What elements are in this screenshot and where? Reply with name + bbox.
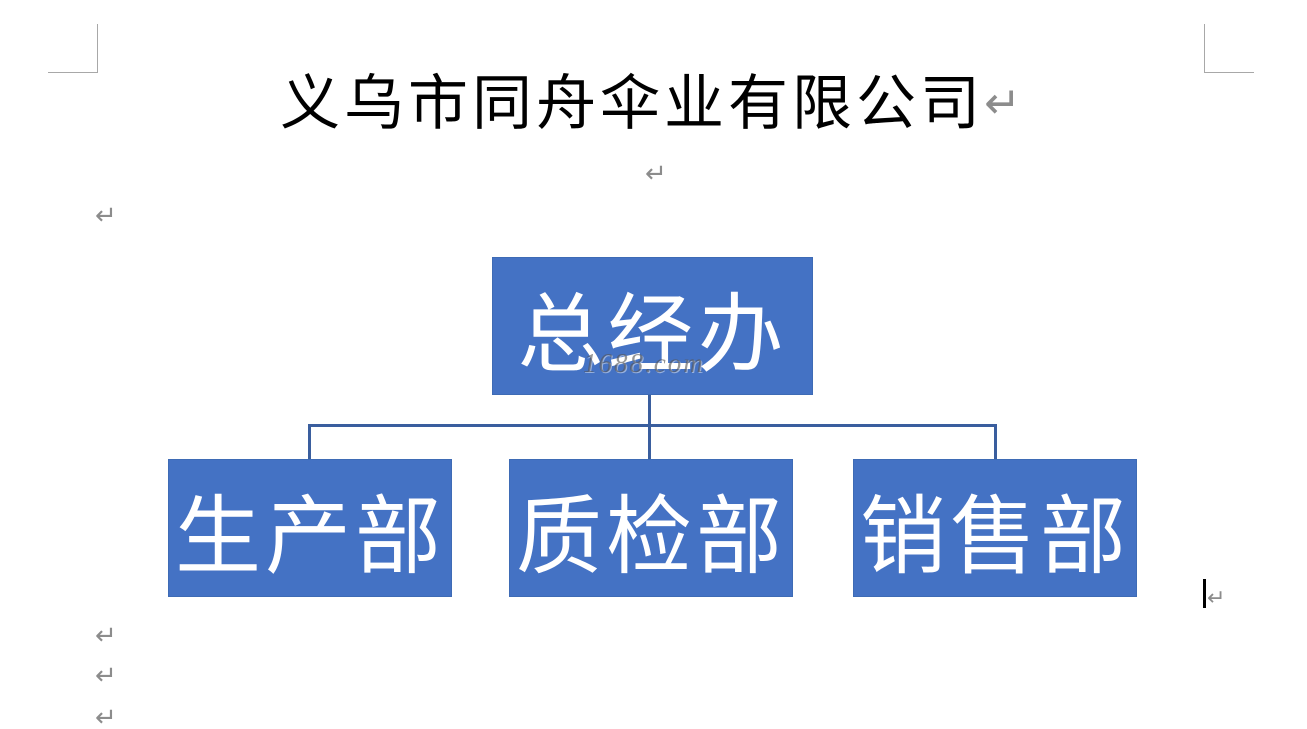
paragraph-mark-icon: ↵ — [95, 620, 117, 650]
org-box-quality[interactable]: 质检部 — [509, 459, 793, 597]
org-box-production-label: 生产部 — [175, 488, 445, 585]
connector-root-vertical[interactable] — [648, 395, 651, 459]
margin-cropmark-top-left — [48, 24, 98, 73]
connector-left-vertical[interactable] — [308, 424, 311, 459]
paragraph-mark-icon: ↵ — [95, 200, 117, 230]
org-box-quality-label: 质检部 — [516, 488, 786, 585]
page-title[interactable]: 义乌市同舟伞业有限公司 — [280, 70, 985, 137]
text-cursor — [1203, 579, 1206, 608]
paragraph-mark-icon: ↵ — [984, 79, 1021, 128]
org-box-root[interactable]: 总经办 — [492, 257, 813, 395]
paragraph-mark-icon: ↵ — [95, 660, 117, 690]
paragraph-mark-icon: ↵ — [95, 702, 117, 729]
org-box-sales[interactable]: 销售部 — [853, 459, 1137, 597]
org-box-production[interactable]: 生产部 — [168, 459, 452, 597]
org-box-sales-label: 销售部 — [860, 488, 1130, 585]
connector-horizontal[interactable] — [308, 424, 997, 427]
org-box-root-label: 总经办 — [517, 286, 788, 383]
paragraph-mark-icon: ↵ — [1207, 585, 1226, 610]
document-title-paragraph[interactable]: 义乌市同舟伞业有限公司↵ — [97, 68, 1204, 140]
connector-right-vertical[interactable] — [994, 424, 997, 459]
margin-cropmark-top-right — [1204, 24, 1254, 73]
paragraph-mark-icon: ↵ — [645, 158, 667, 188]
